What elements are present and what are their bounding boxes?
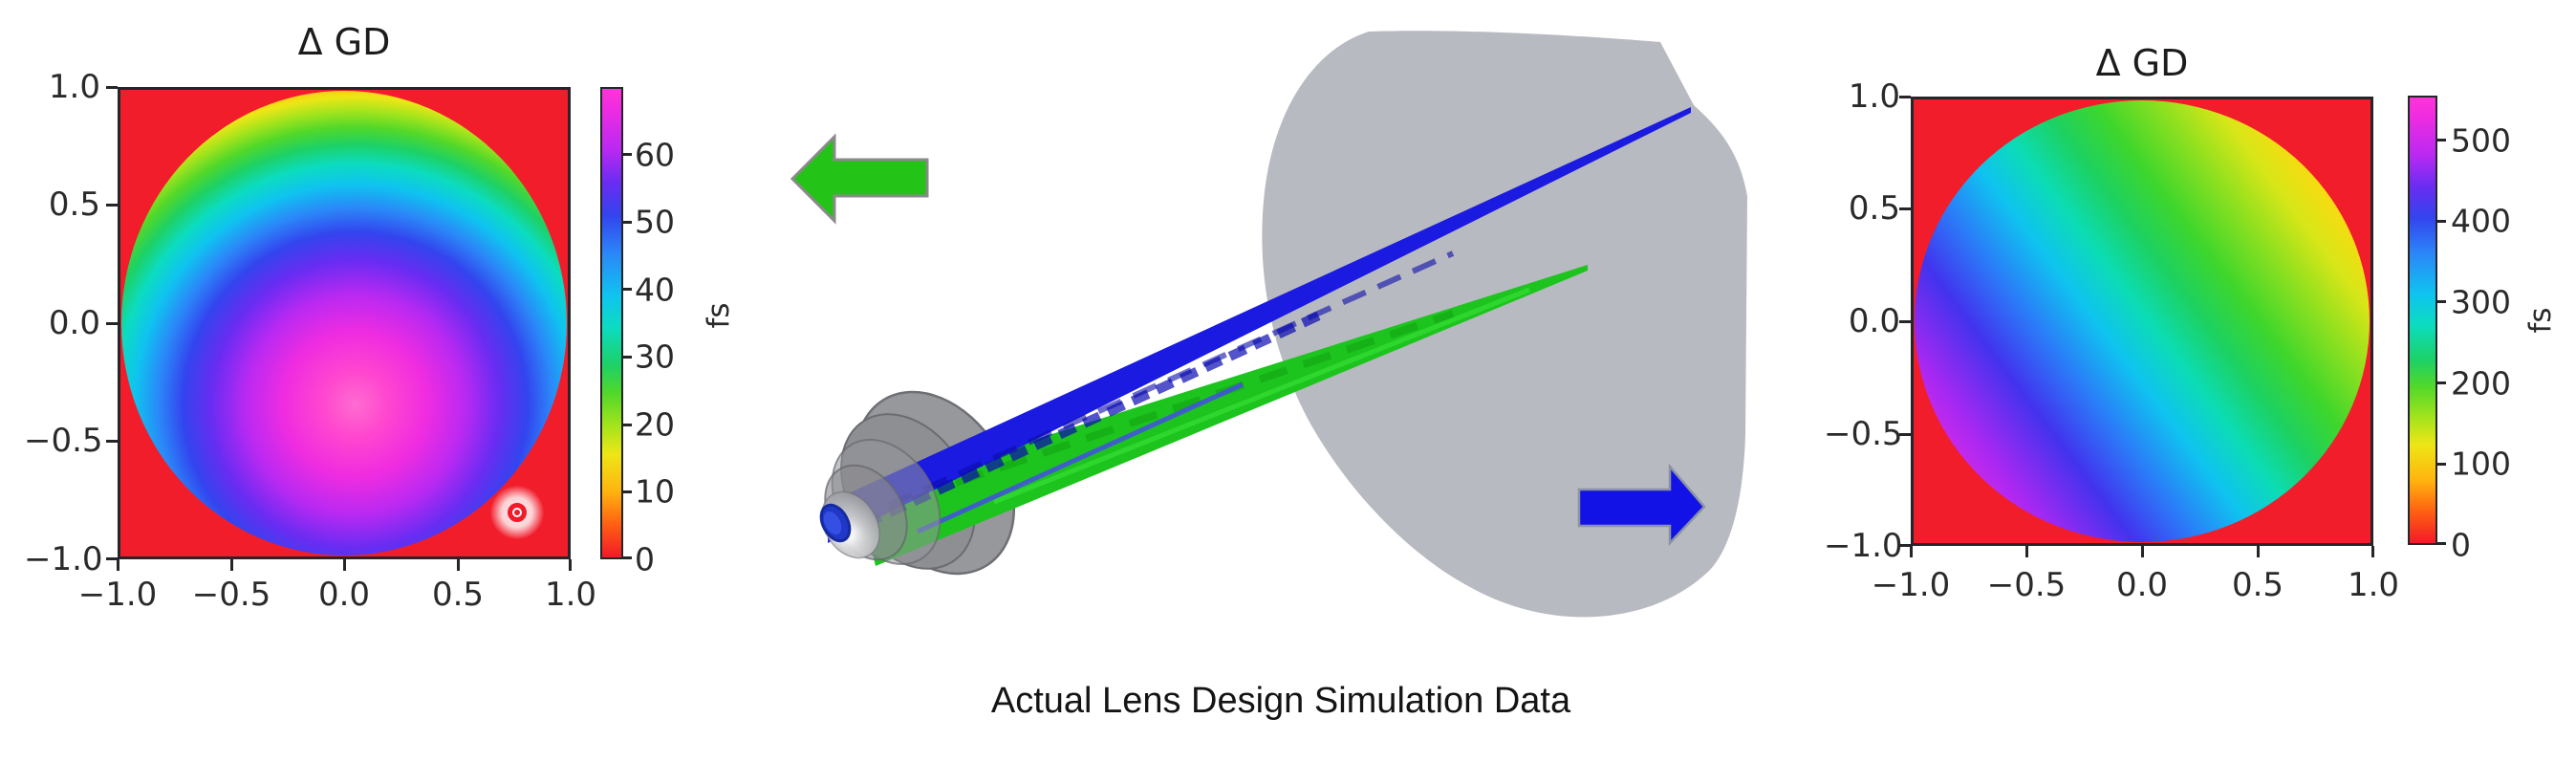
y-tick-mark [1899,433,1911,436]
screen-blob [1262,31,1747,618]
colorbar-tick-label: 30 [635,338,675,376]
colorbar-tick-label: 20 [635,405,675,444]
colorbar-tick-mark [623,490,632,493]
y-tick-label: −0.5 [24,422,103,460]
blue-beam-endcap [819,503,852,543]
right-colorbar [2408,96,2437,545]
y-tick-label: 0.0 [48,304,100,342]
right-heatmap-aperture [1915,100,2370,542]
colorbar-tick-mark [2437,381,2446,384]
colorbar-tick-mark [623,221,632,224]
blue-beam [828,107,1691,543]
y-tick-mark [106,204,118,207]
y-tick-mark [1899,207,1911,210]
y-tick-label: −0.5 [1824,415,1903,453]
colorbar-tick-mark [623,288,632,291]
x-tick-label: 0.5 [431,576,485,614]
colorbar-tick-mark [2437,463,2446,466]
green-beam-texture [993,287,1530,505]
x-tick-label: −0.5 [191,576,271,614]
lens-ring-front [831,438,942,566]
left-heatmap-plot [118,87,571,559]
blue-beam-endcap-inner [823,511,842,535]
left-heatmap-title: Δ GD [297,21,391,63]
green-left-arrow-icon [790,133,929,225]
left-colorbar [600,87,623,559]
right-heatmap-title: Δ GD [2095,42,2189,84]
colorbar-tick-mark [623,356,632,359]
blue-beam-texture [887,250,1455,508]
right-heatmap-plot [1911,97,2373,546]
x-tick-label: 1.0 [544,576,597,614]
x-tick-label: 0.0 [317,576,371,614]
green-beam-texture [954,310,1455,487]
colorbar-tick-mark [2437,139,2446,142]
x-tick-label: −0.5 [1986,566,2067,604]
lens-dome [821,490,880,559]
x-tick-mark [343,559,346,571]
colorbar-tick-label: 400 [2451,202,2511,240]
colorbar-tick-label: 0 [2451,526,2471,564]
y-tick-label: 0.5 [1848,189,1900,228]
x-tick-label: 1.0 [2347,566,2400,604]
y-tick-label: 1.0 [48,68,100,106]
x-tick-mark [230,559,233,571]
x-tick-mark [2257,546,2260,557]
x-tick-label: 0.0 [2115,566,2169,604]
colorbar-tick-label: 40 [635,271,675,309]
y-tick-mark [1899,544,1911,547]
x-tick-mark [117,559,119,571]
y-tick-mark [106,557,118,560]
left-heatmap-aperture [121,91,567,555]
y-tick-label: −1.0 [24,540,103,578]
caption: Actual Lens Design Simulation Data [990,681,1571,721]
y-tick-mark [1899,320,1911,323]
colorbar-tick-label: 300 [2451,283,2511,321]
colorbar-tick-mark [2437,220,2446,223]
x-tick-label: −1.0 [77,576,158,614]
lens-ring [840,413,976,570]
x-tick-mark [1910,546,1913,557]
colorbar-tick-mark [2437,542,2446,545]
x-tick-mark [2025,546,2028,557]
colorbar-tick-label: 500 [2451,121,2511,160]
y-tick-mark [106,86,118,89]
colorbar-tick-label: 60 [635,136,675,174]
left-heatmap-gradient [121,91,567,555]
x-tick-mark [2371,546,2374,557]
colorbar-tick-label: 50 [635,203,675,241]
left-heatmap-marker-dot [514,510,520,515]
y-tick-mark [106,322,118,325]
colorbar-tick-mark [2437,300,2446,303]
lens-highlight [833,524,857,543]
blue-beam-texture [862,311,1322,529]
right-colorbar-unit-label: fs [2523,307,2558,334]
y-tick-mark [106,440,118,443]
x-tick-mark [457,559,460,571]
x-tick-mark [569,559,572,571]
y-tick-label: 0.5 [48,185,100,224]
colorbar-tick-label: 0 [635,540,655,578]
colorbar-tick-mark [623,556,632,559]
x-tick-label: −1.0 [1871,566,1951,604]
green-beam [858,265,1588,566]
blue-beam-texture [916,381,1245,534]
y-tick-mark [1899,96,1911,98]
lens-ring-front [824,464,908,561]
colorbar-tick-mark [623,153,632,156]
y-tick-label: −1.0 [1824,527,1903,565]
colorbar-tick-label: 200 [2451,364,2511,403]
colorbar-tick-mark [623,424,632,426]
lens-ring-back [854,390,1016,576]
right-heatmap-gradient [1915,100,2370,542]
x-tick-mark [2141,546,2144,557]
left-colorbar-unit-label: fs [702,302,736,329]
y-tick-label: 1.0 [1848,77,1900,116]
colorbar-tick-label: 10 [635,472,675,511]
y-tick-label: 0.0 [1848,302,1900,340]
x-tick-label: 0.5 [2231,566,2284,604]
blue-right-arrow-icon [1577,463,1706,547]
colorbar-tick-label: 100 [2451,445,2511,483]
